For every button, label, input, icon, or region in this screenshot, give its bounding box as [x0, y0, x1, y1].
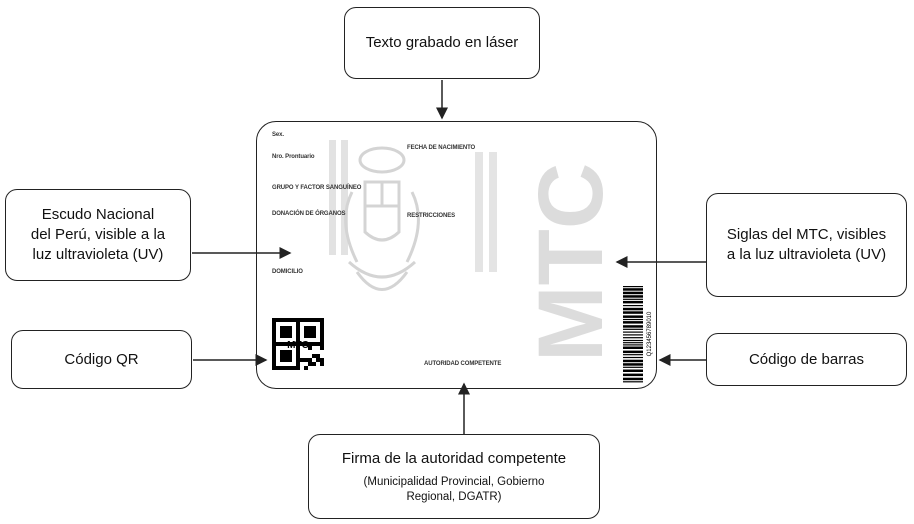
callout-siglas-line2: a la luz ultravioleta (UV) — [726, 246, 887, 263]
barcode-bar — [623, 318, 643, 321]
callout-siglas: Siglas del MTC, visibles a la luz ultrav… — [706, 193, 907, 297]
callout-firma-label: Firma de la autoridad competente — [341, 449, 567, 467]
uv-bar-4 — [489, 152, 497, 272]
field-sexo: Sex. — [272, 132, 284, 138]
qr-module — [308, 362, 312, 366]
barcode-bar — [623, 288, 643, 291]
field-nro-prontuario: Nro. Prontuario — [272, 154, 315, 160]
qr-module — [312, 362, 316, 366]
barcode-bar — [623, 331, 643, 333]
qr-module — [308, 358, 312, 362]
callout-laser-label: Texto grabado en láser — [365, 34, 519, 51]
field-fecha-nacimiento: FECHA DE NACIMIENTO — [407, 145, 476, 151]
barcode-bar — [623, 363, 643, 366]
callout-barcode: Código de barras — [706, 333, 907, 386]
field-grupo-sanguineo: GRUPO Y FACTOR SANGUÍNEO — [272, 185, 362, 191]
barcode-bar — [623, 354, 643, 356]
barcode-bar — [623, 315, 643, 318]
barcode-bar — [623, 300, 643, 304]
barcode-bar — [623, 325, 643, 328]
qr-module — [320, 358, 324, 362]
barcode-bar — [623, 307, 643, 311]
callout-siglas-line1: Siglas del MTC, visibles — [726, 226, 887, 243]
field-domicilio: DOMICILIO — [272, 269, 303, 275]
barcode-bar — [623, 328, 643, 330]
barcode-bar — [623, 337, 643, 339]
barcode-bar — [623, 321, 643, 324]
field-donacion-organos: DONACIÓN DE ÓRGANOS — [272, 211, 346, 217]
barcode-number: Q123456789010 — [647, 311, 653, 356]
callout-escudo-line3: luz ultravioleta (UV) — [32, 246, 164, 263]
barcode-bar — [623, 334, 643, 336]
barcode-bar — [623, 286, 643, 288]
barcode-bar — [623, 350, 643, 354]
qr-module — [304, 358, 308, 362]
qr-module — [320, 346, 324, 350]
field-autoridad: AUTORIDAD COMPETENTE — [424, 361, 502, 367]
barcode-bar — [623, 369, 643, 372]
qr-label: MTC — [287, 340, 309, 351]
uv-bar-1 — [329, 140, 336, 255]
callout-escudo-line1: Escudo Nacional — [41, 206, 155, 223]
barcode-bar — [623, 342, 643, 344]
qr-module — [300, 358, 304, 362]
barcode-bar — [623, 359, 643, 363]
callout-qr: Código QR — [11, 330, 192, 389]
barcode-bar — [623, 344, 643, 346]
barcode-bar — [623, 291, 643, 295]
license-card: MTC Sex. Nro. Prontuario FECHA DE NACIMI… — [256, 121, 657, 389]
mtc-watermark: MTC — [520, 163, 622, 362]
uv-bar-2 — [341, 140, 348, 255]
callout-laser-text: Texto grabado en láser — [344, 7, 540, 79]
qr-code: MTC — [272, 318, 324, 370]
barcode-bar — [623, 339, 643, 342]
callout-firma-sub1: (Municipalidad Provincial, Gobierno — [363, 475, 545, 488]
uv-bar-3 — [475, 152, 483, 272]
qr-finder-pattern — [296, 318, 324, 346]
callout-barcode-label: Código de barras — [748, 350, 865, 368]
qr-module — [304, 366, 308, 370]
barcode-bar — [623, 381, 643, 383]
barcode-bar — [623, 373, 643, 377]
barcode-bar — [623, 366, 643, 368]
barcode-bar — [623, 295, 643, 298]
barcode-bar — [623, 305, 643, 307]
escudo-peru-watermark — [344, 146, 420, 291]
qr-module — [308, 346, 312, 350]
qr-module — [316, 354, 320, 358]
callout-qr-label: Código QR — [64, 350, 139, 368]
qr-finder-pattern — [272, 318, 300, 346]
barcode-bar — [623, 311, 643, 314]
callout-firma: Firma de la autoridad competente (Munici… — [308, 434, 600, 519]
qr-module — [316, 358, 320, 362]
card-watermarks: MTC — [329, 140, 622, 362]
callout-escudo: Escudo Nacional del Perú, visible a la l… — [5, 189, 191, 281]
qr-module — [320, 362, 324, 366]
barcode: Q123456789010 — [623, 286, 653, 383]
barcode-bar — [623, 298, 643, 300]
qr-finder-pattern — [272, 342, 300, 370]
callout-firma-sub2: Regional, DGATR) — [406, 490, 502, 503]
barcode-bar — [623, 356, 643, 359]
barcode-bar — [623, 346, 643, 349]
barcode-bar — [623, 377, 643, 381]
field-restricciones: RESTRICCIONES — [407, 213, 456, 219]
qr-module — [312, 354, 316, 358]
callout-escudo-line2: del Perú, visible a la — [30, 226, 166, 243]
